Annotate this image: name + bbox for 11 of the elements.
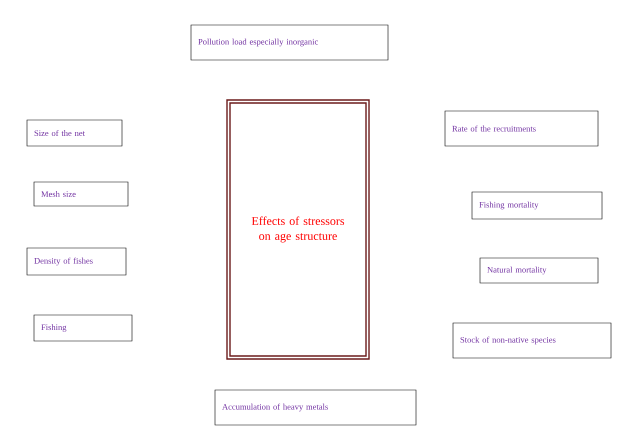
factor-box: Accumulation of heavy metals — [214, 390, 416, 426]
factor-box: Size of the net — [26, 120, 122, 146]
central-box: Effects of stressors on age structure — [226, 99, 370, 360]
factor-box: Pollution load especially inorganic — [190, 24, 388, 60]
factor-box: Fishing mortality — [472, 192, 602, 220]
factor-box: Stock of non-native species — [452, 322, 612, 358]
factor-box: Fishing — [34, 314, 132, 342]
factor-box: Density of fishes — [26, 248, 126, 276]
factor-box: Mesh size — [34, 182, 128, 206]
factor-box: Rate of the recruitments — [444, 110, 598, 146]
factor-box: Natural mortality — [480, 258, 598, 284]
